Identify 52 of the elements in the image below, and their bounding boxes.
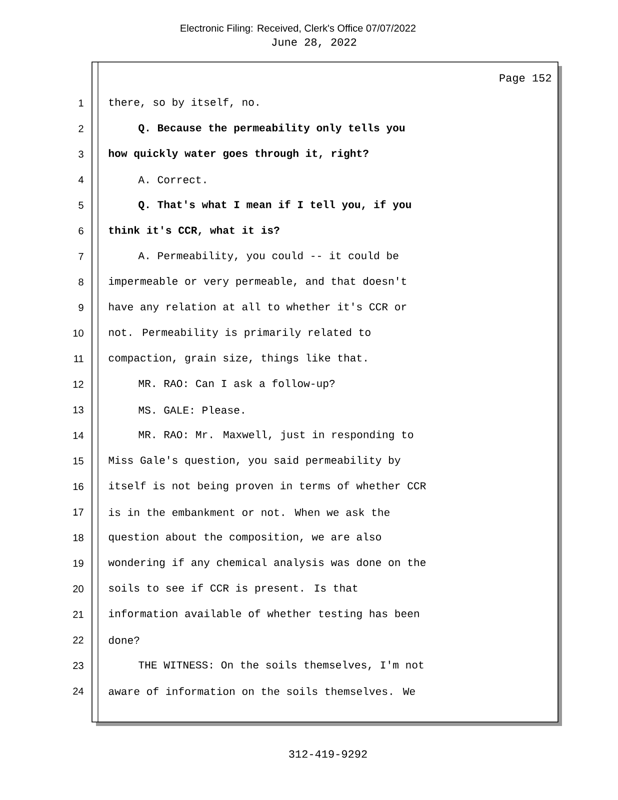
- transcript-line: there, so by itself, no.: [109, 98, 258, 108]
- line-number: 5: [78, 202, 84, 209]
- transcript-line: Q. Because the permeability only tells you: [138, 124, 405, 134]
- line-number: 14: [73, 432, 84, 439]
- transcript-line: information available of whether testing has been: [108, 609, 419, 620]
- line-number: 24: [73, 688, 84, 695]
- line-number: 17: [73, 508, 84, 516]
- line-number: 10: [73, 330, 84, 337]
- line-number: 16: [73, 483, 84, 490]
- transcript-line: A. Correct.: [138, 176, 206, 184]
- line-number: 9: [78, 304, 84, 312]
- page-number: Page 152: [500, 74, 551, 84]
- transcript-line: Q. That's what I mean if I tell you, if you: [138, 200, 411, 210]
- line-number: 7: [78, 252, 84, 260]
- line-number: 19: [73, 560, 84, 567]
- line-number: 4: [78, 176, 84, 184]
- line-number: 23: [73, 662, 84, 670]
- line-number: 3: [78, 150, 84, 158]
- transcript-line: MR. RAO: Mr. Maxwell, just in responding to: [138, 430, 414, 440]
- transcript-line: wondering if any chemical analysis was done on the: [108, 558, 426, 568]
- transcript-line: not. Permeability is primarily related to: [109, 328, 370, 338]
- transcript-line: question about the composition, we are also: [108, 532, 381, 543]
- line-number: 22: [73, 636, 84, 644]
- transcript-line: THE WITNESS: On the soils themselves, I'm not: [138, 660, 424, 670]
- line-number: 12: [73, 380, 84, 388]
- line-number: 21: [73, 610, 84, 618]
- line-number: 15: [73, 458, 84, 464]
- header-text: Electronic Filing: Received, Clerk's Office 07/07/2022: [180, 24, 416, 34]
- phone-number: 312-419-9292: [289, 750, 367, 758]
- line-number: 11: [74, 355, 84, 362]
- line-number: 13: [73, 406, 84, 414]
- transcript-line: itself is not being proven in terms of whether CCR: [108, 482, 426, 492]
- line-number: 6: [78, 227, 84, 234]
- line-number: 20: [73, 585, 84, 592]
- transcript-line: MS. GALE: Please.: [138, 406, 244, 414]
- transcript-line: think it's CCR, what it is?: [109, 226, 280, 236]
- transcript-line: is in the embankment or not. When we ask the: [108, 508, 390, 516]
- transcript-line: done?: [108, 636, 140, 644]
- line-number: 18: [73, 534, 84, 542]
- transcript-line: aware of information on the soils themselves. We: [108, 687, 415, 695]
- line-number: 8: [78, 278, 84, 286]
- transcript-line: Miss Gale's question, you said permeability by: [108, 456, 400, 466]
- transcript-line: have any relation at all to whether it's CCR or: [109, 302, 406, 312]
- transcript-line: impermeable or very permeable, and that doesn't: [108, 277, 406, 287]
- line-number: 1: [79, 100, 84, 106]
- transcript-line: A. Permeability, you could -- it could be: [138, 251, 398, 262]
- transcript-line: MR. RAO: Can I ask a follow-up?: [138, 379, 335, 390]
- transcript-line: how quickly water goes through it, right?: [108, 149, 368, 160]
- transcript-line: compaction, grain size, things like that.: [108, 354, 366, 364]
- transcript-line: soils to see if CCR is present. Is that: [109, 584, 358, 594]
- line-number: 2: [78, 125, 84, 132]
- date-text: June 28, 2022: [272, 38, 356, 48]
